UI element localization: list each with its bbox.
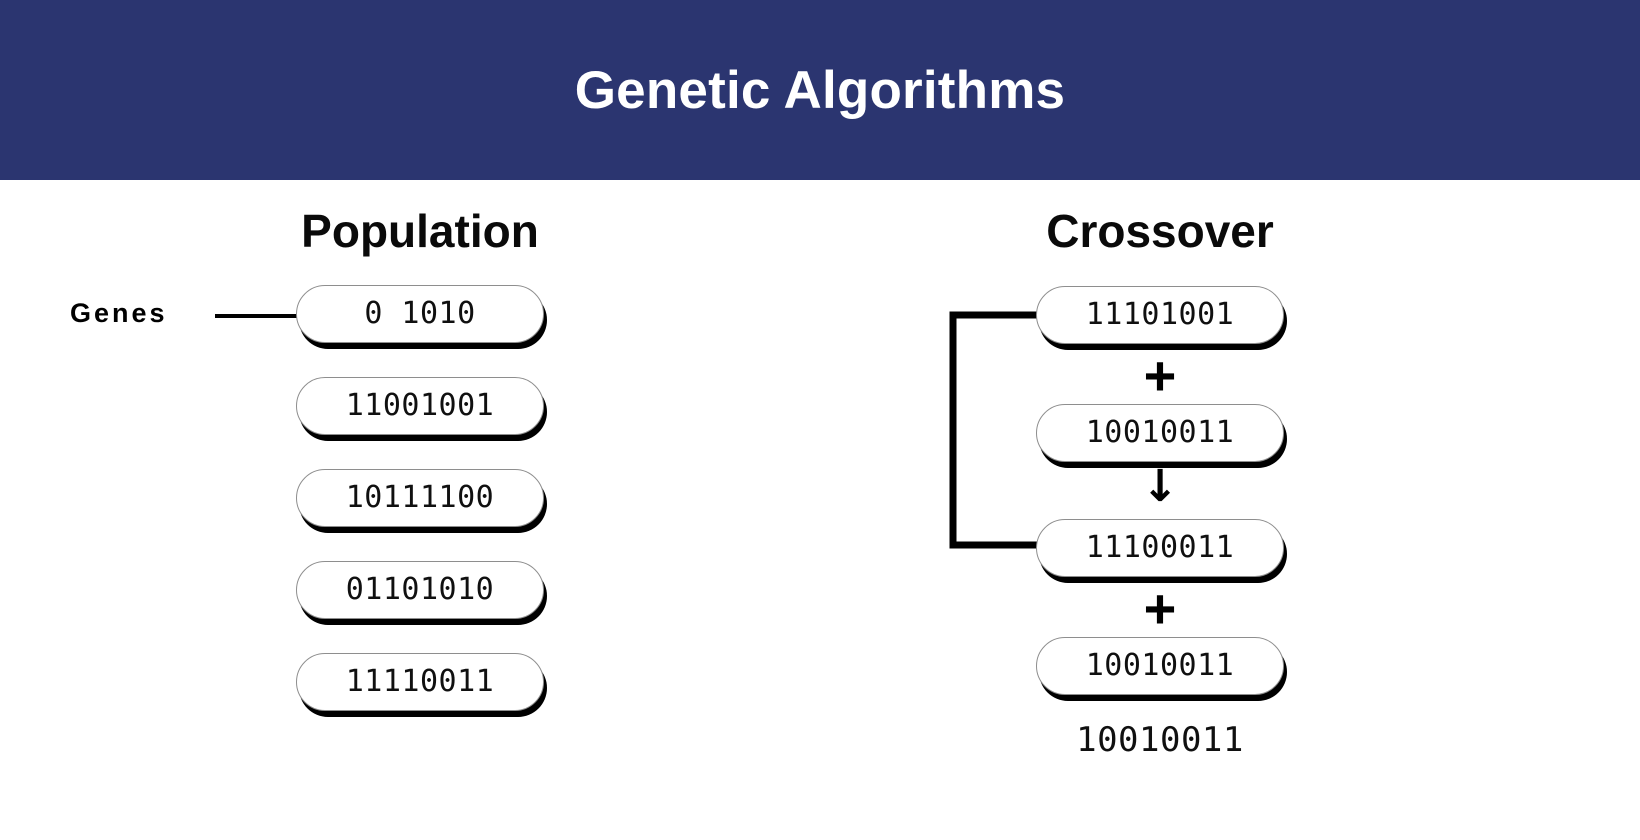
population-chromosome-pill: 0 1010 [296, 285, 544, 343]
crossover-offspring-pill: 11100011 [1036, 519, 1284, 577]
header-bar: Genetic Algorithms [0, 0, 1640, 180]
chromosome-value: 11110011 [345, 664, 495, 699]
plus-operator-icon: + [1143, 577, 1177, 640]
crossover-heading: Crossover [1046, 205, 1274, 257]
population-chromosome-pill: 11001001 [296, 377, 544, 435]
chromosome-value: 11001001 [345, 388, 495, 423]
chromosome-value: 10111100 [345, 480, 495, 515]
population-chromosome-pill: 01101010 [296, 561, 544, 619]
population-heading: Population [301, 205, 539, 257]
population-chromosome-pill: 10111100 [296, 469, 544, 527]
crossover-result-text: 10010011 [1076, 720, 1244, 760]
chromosome-value: 10010011 [1085, 648, 1235, 683]
chromosome-value: 11100011 [1085, 530, 1235, 565]
crossover-offspring-pill: 10010011 [1036, 637, 1284, 695]
diagram-canvas: Population Genes 0 1010 11001001 1011110… [0, 180, 1640, 840]
down-arrow-icon: ↓ [1141, 461, 1179, 512]
crossover-parent-pill: 11101001 [1036, 286, 1284, 344]
page-title: Genetic Algorithms [574, 60, 1066, 120]
plus-operator-icon: + [1143, 344, 1177, 407]
chromosome-value: 10010011 [1085, 415, 1235, 450]
chromosome-value: 01101010 [345, 572, 495, 607]
chromosome-value: 0 1010 [364, 296, 476, 331]
chromosome-value: 11101001 [1085, 297, 1235, 332]
population-chromosome-pill: 11110011 [296, 653, 544, 711]
genes-leader-line [215, 314, 318, 318]
genes-annotation-label: Genes [70, 298, 168, 328]
crossover-bracket-connector [949, 311, 1040, 549]
crossover-parent-pill: 10010011 [1036, 404, 1284, 462]
